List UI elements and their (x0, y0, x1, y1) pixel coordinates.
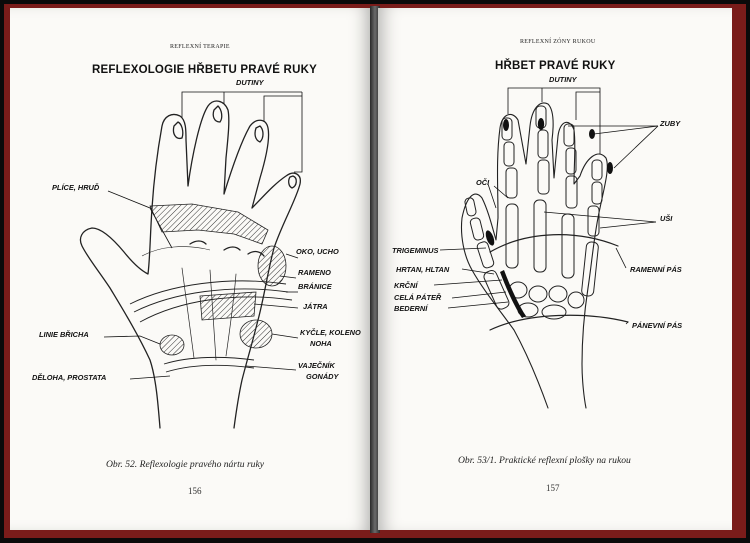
right-label-krcni: KRČNÍ (394, 281, 418, 290)
right-figure-caption: Obr. 53/1. Praktické reflexní plošky na … (458, 455, 631, 466)
left-page-title: REFLEXOLOGIE HŘBETU PRAVÉ RUKY (92, 64, 317, 76)
right-label-ramenni: RAMENNÍ PÁS (630, 265, 682, 274)
left-page-number: 156 (188, 486, 202, 496)
right-label-zuby: ZUBY (660, 119, 681, 128)
right-label-trigeminus: TRIGEMINUS (392, 246, 439, 255)
right-label-panevni: PÁNEVNÍ PÁS (632, 321, 683, 330)
left-label-jatra: JÁTRA (303, 302, 328, 311)
book-spine (370, 6, 380, 533)
right-label-dutiny: DUTINY (549, 75, 577, 84)
left-running-header: REFLEXNÍ TERAPIE (170, 44, 230, 50)
hand-skeleton-illustration (433, 87, 659, 409)
right-label-hrtan: HRTAN, HLTAN (396, 265, 450, 274)
hand-dorsum-illustration (79, 91, 303, 429)
left-figure-caption: Obr. 52. Reflexologie pravého nártu ruky (106, 459, 264, 470)
left-label-vajecnik: VAJEČNÍK (298, 361, 335, 370)
right-running-header: REFLEXNÍ ZÓNY RUKOU (520, 39, 596, 45)
right-label-oci: OČI (476, 178, 490, 187)
right-label-cela: CELÁ PÁTEŘ (394, 293, 442, 302)
right-page-title: HŘBET PRAVÉ RUKY (495, 60, 616, 72)
left-label-plice: PLÍCE, HRUĎ (52, 183, 100, 192)
left-page: REFLEXNÍ TERAPIE REFLEXOLOGIE HŘBETU PRA… (10, 8, 372, 530)
right-page: REFLEXNÍ ZÓNY RUKOU HŘBET PRAVÉ RUKY (378, 8, 732, 530)
left-label-deloha: DĚLOHA, PROSTATA (32, 373, 107, 382)
left-label-gonady: GONÁDY (306, 372, 339, 381)
left-label-branice: BRÁNICE (298, 282, 332, 291)
left-label-linie: LINIE BŘICHA (39, 330, 89, 339)
left-label-rameno: RAMENO (298, 268, 331, 277)
right-label-bederni: BEDERNÍ (394, 304, 428, 313)
left-label-noha: NOHA (310, 339, 332, 348)
right-label-usi: UŠI (660, 214, 673, 223)
left-label-kycle: KYČLE, KOLENO (300, 328, 361, 337)
left-label-dutiny: DUTINY (236, 78, 264, 87)
right-page-number: 157 (546, 483, 560, 493)
left-label-oko: OKO, UCHO (296, 247, 339, 256)
